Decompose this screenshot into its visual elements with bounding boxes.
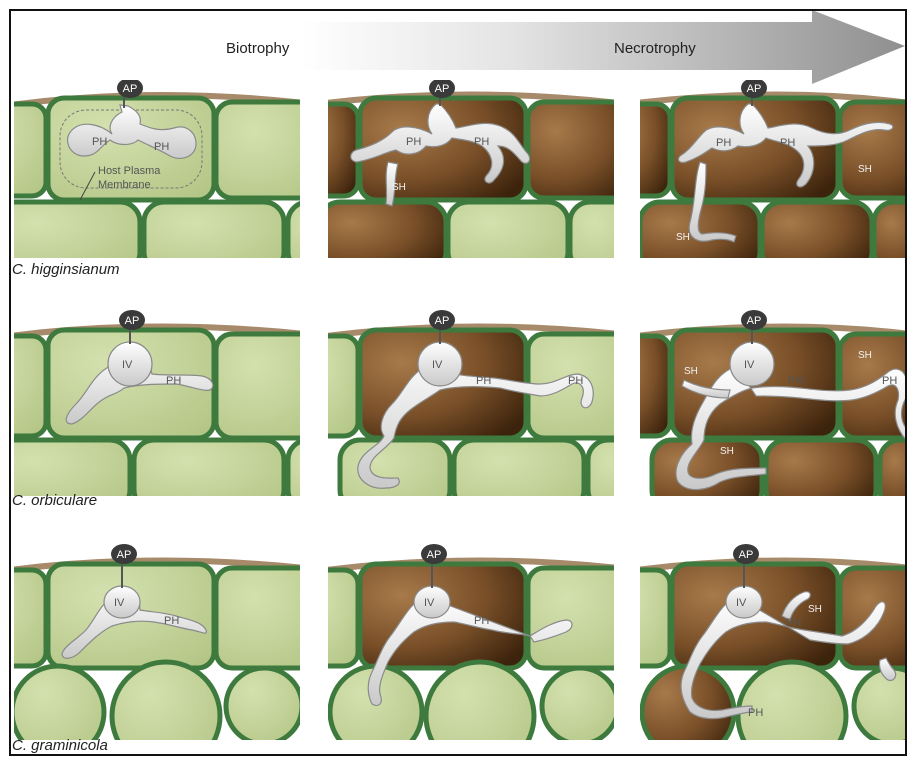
sh-label: SH	[808, 604, 822, 615]
ph-label: PH	[92, 136, 107, 148]
sh-label: SH	[858, 350, 872, 361]
panel-r3-biotrophy	[0, 544, 326, 758]
iv-label: IV	[744, 359, 755, 371]
biotrophy-label: Biotrophy	[226, 40, 289, 57]
iv-label: IV	[432, 359, 443, 371]
panel-r1-necrotrophy	[612, 78, 909, 272]
panel-r3-necrotrophy	[612, 544, 909, 758]
ap-label: AP	[427, 549, 442, 561]
ph-label: PH	[716, 137, 731, 149]
species-label-row1: C. higginsianum	[12, 261, 120, 278]
ph-label: PH	[164, 615, 179, 627]
ph-label: PH	[474, 615, 489, 627]
membrane-label: Membrane	[98, 179, 151, 191]
iv-label: IV	[736, 597, 747, 609]
ph-label: PH	[882, 375, 897, 387]
panel-r1-biotrophy	[0, 78, 348, 272]
ph-label: PH	[166, 375, 181, 387]
iv-label: IV	[424, 597, 435, 609]
ph-label: PH	[474, 136, 489, 148]
ph-label: PH	[476, 375, 491, 387]
ap-label: AP	[739, 549, 754, 561]
sh-label: SH	[720, 446, 734, 457]
ph-label: PH	[154, 141, 169, 153]
ph-label: PH	[786, 617, 801, 629]
species-label-row3: C. graminicola	[12, 737, 108, 754]
panel-r3-mid	[300, 544, 638, 758]
ph-label: PH	[406, 136, 421, 148]
sh-label: SH	[676, 232, 690, 243]
panel-r2-mid	[300, 310, 648, 510]
ap-label: AP	[435, 83, 450, 95]
ph-label: PH	[568, 375, 583, 387]
species-label-row2: C. orbiculare	[12, 492, 97, 509]
ph-label: PH	[788, 375, 803, 387]
ap-label: AP	[747, 315, 762, 327]
ap-label: AP	[747, 83, 762, 95]
timeline-arrow	[300, 10, 905, 84]
panel-r2-necrotrophy	[612, 310, 909, 510]
iv-label: IV	[122, 359, 133, 371]
ph-label: PH	[748, 707, 763, 719]
ap-label: AP	[435, 315, 450, 327]
membrane-label: Host Plasma	[98, 165, 161, 177]
panel-r2-biotrophy	[0, 310, 348, 510]
necrotrophy-label: Necrotrophy	[614, 40, 696, 57]
ap-label: AP	[117, 549, 132, 561]
sh-label: SH	[858, 164, 872, 175]
sh-label: SH	[684, 366, 698, 377]
ap-label: AP	[123, 83, 138, 95]
iv-label: IV	[114, 597, 125, 609]
panel-r1-mid	[300, 78, 640, 272]
ap-label: AP	[125, 315, 140, 327]
ph-label: PH	[780, 137, 795, 149]
sh-label: SH	[392, 182, 406, 193]
